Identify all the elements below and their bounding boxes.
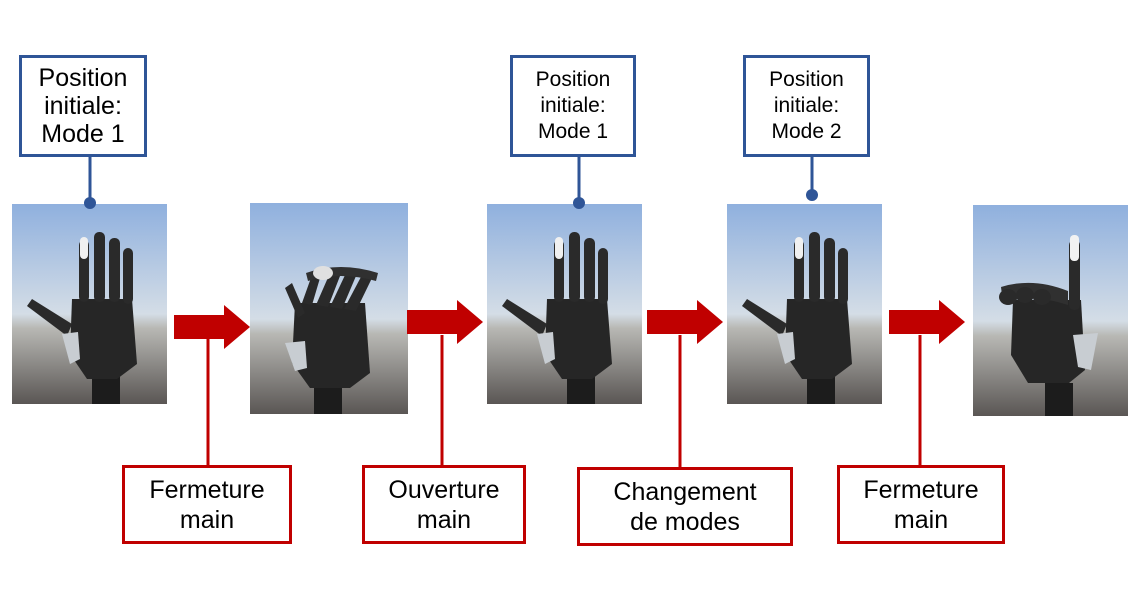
arrow-4-icon — [889, 300, 965, 344]
red-connector-4 — [918, 335, 922, 467]
arrow-2-icon — [407, 300, 483, 344]
frame-1-open-hand — [12, 204, 167, 404]
frame-2-hand-closing — [250, 203, 408, 414]
mode-label-3: Position initiale: Mode 2 — [743, 55, 870, 157]
action-label-fermeture-1: Fermeture main — [122, 465, 292, 544]
mode-label-2: Position initiale: Mode 1 — [510, 55, 636, 157]
arrow-1-icon — [174, 305, 250, 349]
red-connector-3 — [678, 335, 682, 468]
frame-3-open-hand — [487, 204, 642, 404]
action-label-changement-modes: Changement de modes — [577, 467, 793, 546]
red-connector-1 — [206, 335, 210, 467]
blue-connector-2 — [573, 155, 585, 209]
red-connector-2 — [440, 335, 444, 467]
blue-connector-3 — [806, 155, 818, 201]
action-label-fermeture-2: Fermeture main — [837, 465, 1005, 544]
action-label-ouverture: Ouverture main — [362, 465, 526, 544]
blue-connector-1 — [84, 155, 96, 209]
frame-4-open-hand — [727, 204, 882, 404]
frame-5-fist-index-raised — [973, 205, 1128, 416]
mode-label-1: Position initiale: Mode 1 — [19, 55, 147, 157]
arrow-3-icon — [647, 300, 723, 344]
